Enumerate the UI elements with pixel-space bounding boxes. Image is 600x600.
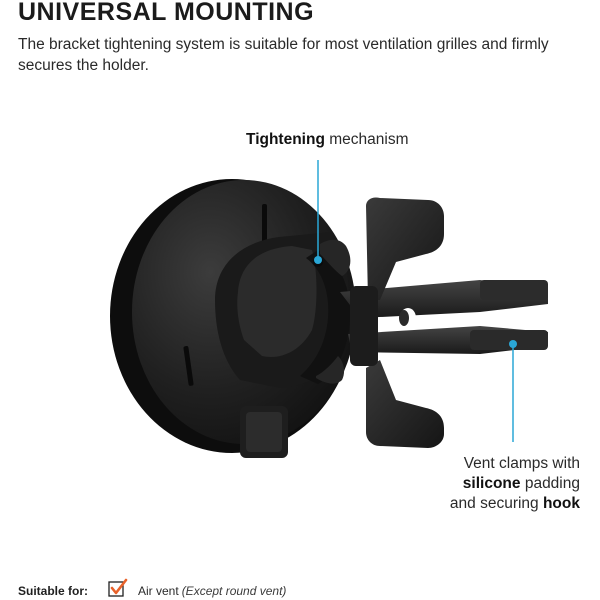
- vent-label-line-2: silicone padding: [360, 474, 580, 494]
- vent-label-securing: and securing: [449, 495, 543, 512]
- tightening-label-rest: mechanism: [324, 131, 409, 148]
- vent-label-line-3: and securing hook: [360, 494, 580, 514]
- ball-joint: [215, 232, 349, 458]
- vent-clamp: [340, 197, 548, 448]
- clamp-callout: [509, 340, 517, 442]
- tightening-callout: [314, 160, 322, 264]
- vent-label-bold-hook: hook: [542, 495, 580, 512]
- air-vent-label: Air vent: [138, 584, 179, 598]
- page-subtitle: The bracket tightening system is suitabl…: [18, 36, 549, 74]
- air-vent-note: (Except round vent): [181, 584, 287, 598]
- page-title: UNIVERSAL MOUNTING: [18, 0, 315, 26]
- vent-label-bold-silicone: silicone: [462, 475, 521, 492]
- suitable-for-label: Suitable for:: [18, 584, 89, 598]
- tightening-label-bold: Tightening: [246, 131, 325, 148]
- vent-label-line-1: Vent clamps with: [463, 455, 580, 472]
- vent-clamp-label: Vent clamps with silicone padding and se…: [360, 454, 580, 514]
- checkbox-checked-icon: [108, 578, 128, 597]
- tightening-label: Tightening mechanism: [246, 131, 409, 149]
- vent-label-padding: padding: [520, 475, 580, 492]
- air-vent-option: Air vent(Except round vent): [138, 584, 286, 598]
